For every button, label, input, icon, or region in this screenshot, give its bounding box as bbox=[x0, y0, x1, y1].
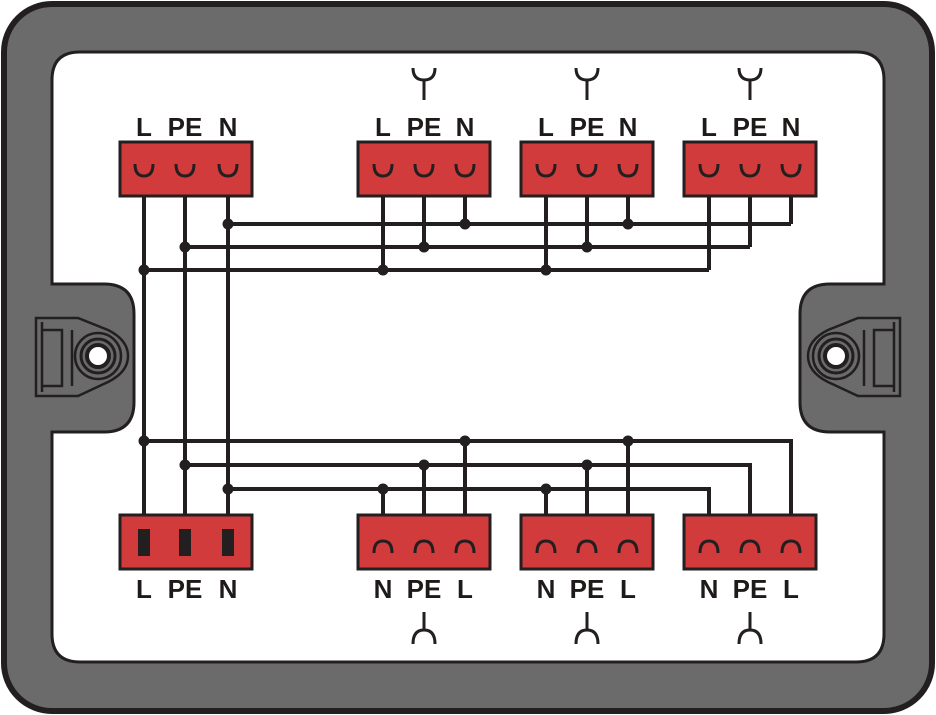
plug-symbol-icon bbox=[737, 628, 763, 645]
housing-interior bbox=[50, 50, 886, 664]
pin-label-l: L bbox=[783, 574, 799, 604]
junction-dot bbox=[540, 264, 552, 276]
socket-contact-icon bbox=[698, 163, 720, 178]
pin-label-n: N bbox=[619, 112, 638, 142]
socket-contact-icon bbox=[454, 163, 476, 178]
screw-hole-right bbox=[823, 343, 849, 369]
pin-label-pe: PE bbox=[168, 112, 203, 142]
pin-label-n: N bbox=[219, 574, 238, 604]
socket-contact-icon bbox=[217, 163, 239, 178]
socket-contact-icon bbox=[780, 163, 802, 178]
plug-contact-icon bbox=[372, 539, 394, 554]
junction-dot bbox=[418, 241, 430, 253]
pin-label-pe: PE bbox=[407, 112, 442, 142]
junction-dot bbox=[377, 264, 389, 276]
junction-dot bbox=[540, 483, 552, 495]
plug-pin-icon bbox=[222, 529, 234, 556]
pin-label-l: L bbox=[538, 112, 554, 142]
junction-dot bbox=[418, 459, 430, 471]
plug-contact-icon bbox=[617, 539, 639, 554]
junction-dot bbox=[622, 435, 634, 447]
output-top-3 bbox=[682, 140, 818, 198]
junction-dot bbox=[377, 483, 389, 495]
screw-hole-left bbox=[85, 343, 111, 369]
pin-label-n: N bbox=[456, 112, 475, 142]
pin-label-pe: PE bbox=[570, 574, 605, 604]
plug-contact-icon bbox=[780, 539, 802, 554]
pin-label-l: L bbox=[375, 112, 391, 142]
junction-dot bbox=[622, 218, 634, 230]
pin-label-pe: PE bbox=[168, 574, 203, 604]
pin-label-l: L bbox=[136, 112, 152, 142]
pin-label-n: N bbox=[219, 112, 238, 142]
plug-symbol-icon bbox=[574, 628, 600, 645]
pin-label-l: L bbox=[457, 574, 473, 604]
connectors: L PE N L PE N L PE N L PE N L PE N N PE L N PE L N PE L bbox=[118, 67, 818, 645]
socket-contact-icon bbox=[372, 163, 394, 178]
bus-L-bottom bbox=[144, 439, 793, 517]
feed-connector-top bbox=[118, 140, 254, 198]
junction-dot bbox=[459, 218, 471, 230]
mounting-lug-right bbox=[806, 316, 902, 398]
socket-contact-icon bbox=[174, 163, 196, 178]
junction-dot bbox=[581, 459, 593, 471]
pin-label-n: N bbox=[700, 574, 719, 604]
plug-symbol-icon bbox=[411, 628, 437, 645]
pin-label-l: L bbox=[136, 574, 152, 604]
junction-dot bbox=[222, 218, 234, 230]
pin-label-pe: PE bbox=[407, 574, 442, 604]
lug-slot bbox=[872, 322, 896, 392]
socket-contact-icon bbox=[535, 163, 557, 178]
junction-dot bbox=[459, 435, 471, 447]
bus-PE-bottom bbox=[185, 463, 752, 517]
junction-dot bbox=[179, 241, 191, 253]
pin-label-pe: PE bbox=[570, 112, 605, 142]
plug-pin-icon bbox=[179, 529, 191, 556]
socket-contact-icon bbox=[576, 163, 598, 178]
junction-dot bbox=[581, 241, 593, 253]
plug-contact-icon bbox=[698, 539, 720, 554]
pin-label-pe: PE bbox=[733, 574, 768, 604]
junction-dot bbox=[222, 483, 234, 495]
pin-label-n: N bbox=[782, 112, 801, 142]
plug-contact-icon bbox=[576, 539, 598, 554]
socket-contact-icon bbox=[617, 163, 639, 178]
plug-contact-icon bbox=[454, 539, 476, 554]
plug-contact-icon bbox=[739, 539, 761, 554]
pin-label-l: L bbox=[620, 574, 636, 604]
pin-label-n: N bbox=[374, 574, 393, 604]
socket-contact-icon bbox=[413, 163, 435, 178]
plug-contact-icon bbox=[413, 539, 435, 554]
output-top-2 bbox=[519, 140, 655, 198]
junction-dot bbox=[138, 264, 150, 276]
mounting-lug-left bbox=[34, 316, 130, 398]
pin-label-pe: PE bbox=[733, 112, 768, 142]
plug-contact-icon bbox=[535, 539, 557, 554]
pin-label-l: L bbox=[701, 112, 717, 142]
plug-pin-icon bbox=[138, 529, 150, 556]
junction-dot bbox=[179, 459, 191, 471]
output-top-1 bbox=[356, 140, 492, 198]
socket-contact-icon bbox=[739, 163, 761, 178]
socket-contact-icon bbox=[133, 163, 155, 178]
junction-dot bbox=[138, 435, 150, 447]
pin-label-n: N bbox=[537, 574, 556, 604]
junctions bbox=[138, 218, 634, 495]
lug-slot bbox=[40, 322, 64, 392]
